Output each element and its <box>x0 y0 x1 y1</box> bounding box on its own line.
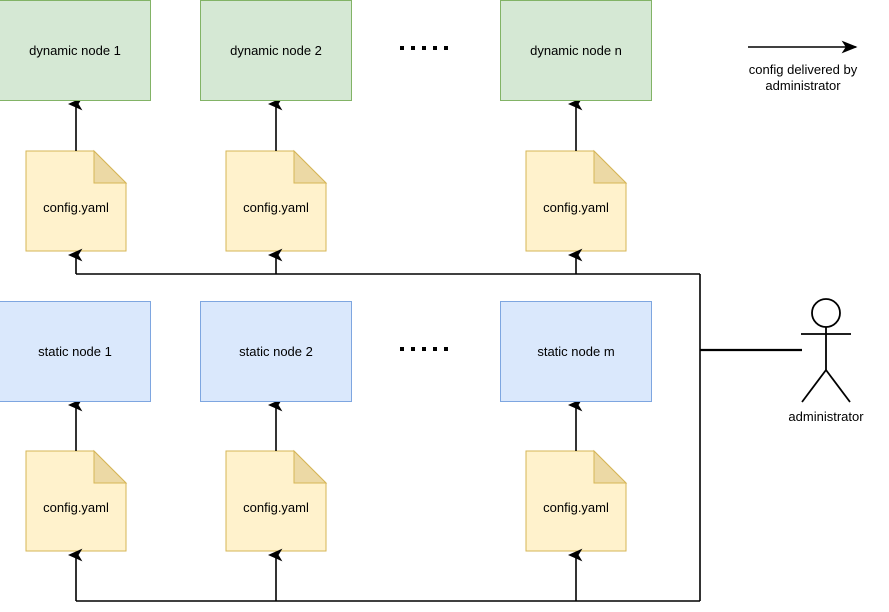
static-node-1-box[interactable]: static node 1 <box>0 301 151 402</box>
ellipsis-dot <box>400 45 404 50</box>
ellipsis-dot <box>444 346 448 351</box>
legend-caption-line-1: config delivered by <box>748 62 858 77</box>
ellipsis-dot <box>422 346 426 351</box>
ellipsis-dot <box>400 346 404 351</box>
dynamic-node-n-box[interactable]: dynamic node n <box>500 0 652 101</box>
ellipsis-dot <box>422 45 426 50</box>
static-node-1-label: static node 1 <box>38 343 112 359</box>
static-node-m-label: static node m <box>537 343 615 359</box>
legend-caption-line-2: administrator <box>765 78 841 94</box>
ellipsis-dots-dynamic-row <box>400 45 448 50</box>
legend-caption: config delivered by administrator <box>733 62 873 95</box>
ellipsis-dot <box>433 45 437 50</box>
config-note-dynamic-1 <box>25 149 128 252</box>
config-note-static-1 <box>25 449 128 552</box>
config-note-dynamic-3 <box>525 149 628 252</box>
ellipsis-dot <box>444 45 448 50</box>
static-node-2-box[interactable]: static node 2 <box>200 301 352 402</box>
dynamic-node-1-box[interactable]: dynamic node 1 <box>0 0 151 101</box>
administrator-label: administrator <box>788 409 864 424</box>
config-note-dynamic-2 <box>225 149 328 252</box>
ellipsis-dot <box>411 45 415 50</box>
dynamic-node-2-label: dynamic node 2 <box>230 42 322 58</box>
administrator-actor-icon <box>801 298 851 403</box>
ellipsis-dots-static-row <box>400 346 448 351</box>
static-node-m-box[interactable]: static node m <box>500 301 652 402</box>
ellipsis-dot <box>433 346 437 351</box>
ellipsis-dot <box>411 346 415 351</box>
config-note-static-2 <box>225 449 328 552</box>
config-note-static-3 <box>525 449 628 552</box>
dynamic-node-2-box[interactable]: dynamic node 2 <box>200 0 352 101</box>
static-node-2-label: static node 2 <box>239 343 313 359</box>
dynamic-node-n-label: dynamic node n <box>530 42 622 58</box>
dynamic-node-1-label: dynamic node 1 <box>29 42 121 58</box>
